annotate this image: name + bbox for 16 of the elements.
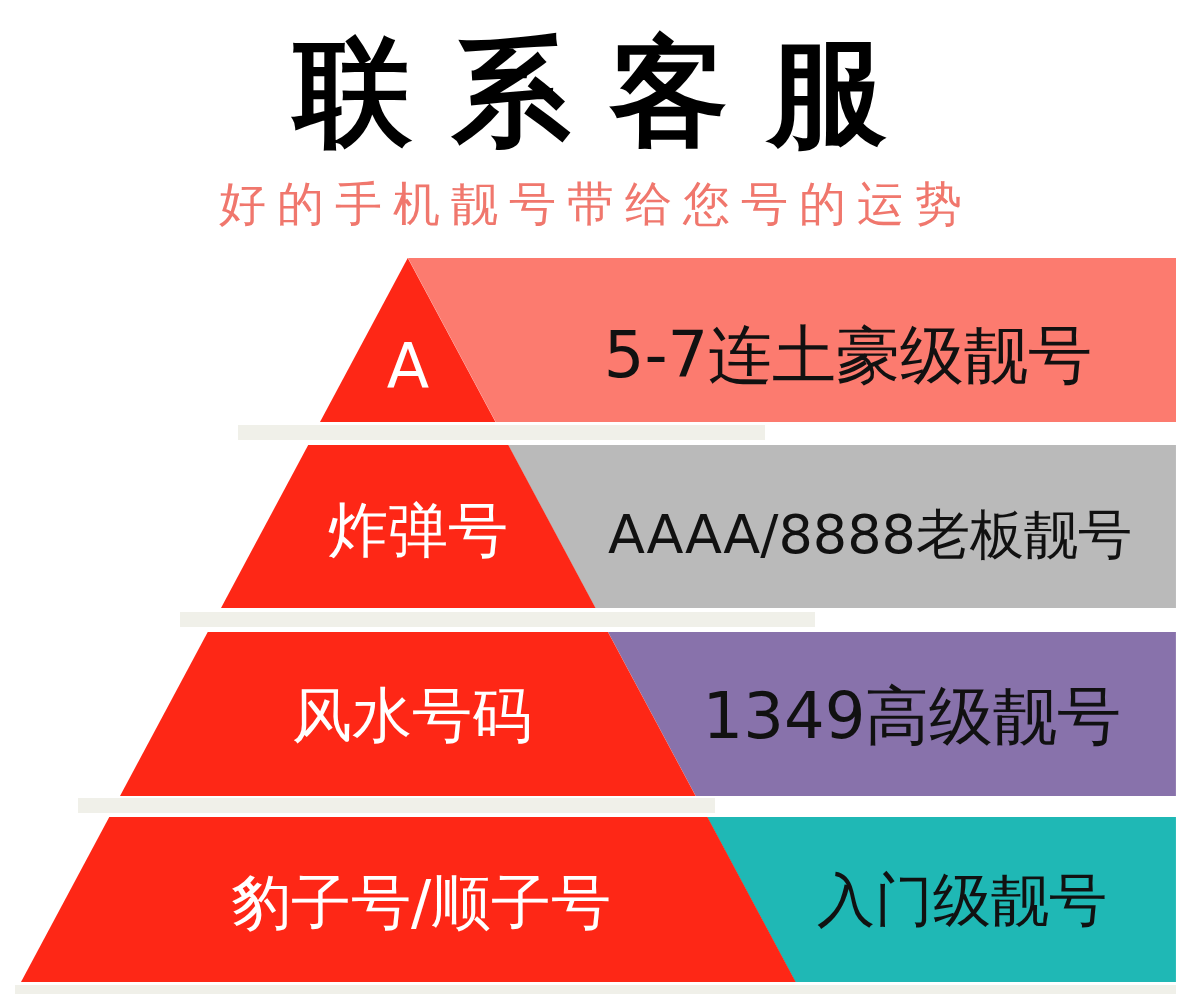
tier-label: 炸弹号: [328, 500, 508, 560]
tier-label: A: [386, 336, 430, 398]
tier-label: 1349高级靓号: [702, 684, 1122, 748]
pyramid-tier: [20, 817, 796, 982]
tier-label: AAAA/8888老板靓号: [608, 508, 1132, 562]
tier-label: 入门级靓号: [817, 871, 1107, 929]
title: 联系客服: [254, 28, 926, 158]
pyramid-tier: [220, 445, 596, 608]
tier-label: 5-7连土豪级靓号: [603, 323, 1093, 387]
tier-band: [508, 445, 1176, 608]
subtitle: 好的手机靓号带给您号的运势: [217, 178, 973, 230]
tier-label: 风水号码: [292, 685, 532, 745]
pyramid-tier: [120, 632, 696, 796]
tier-band: [608, 632, 1176, 796]
pyramid-tier: [320, 258, 496, 422]
tier-label: 豹子号/顺子号: [230, 872, 612, 932]
